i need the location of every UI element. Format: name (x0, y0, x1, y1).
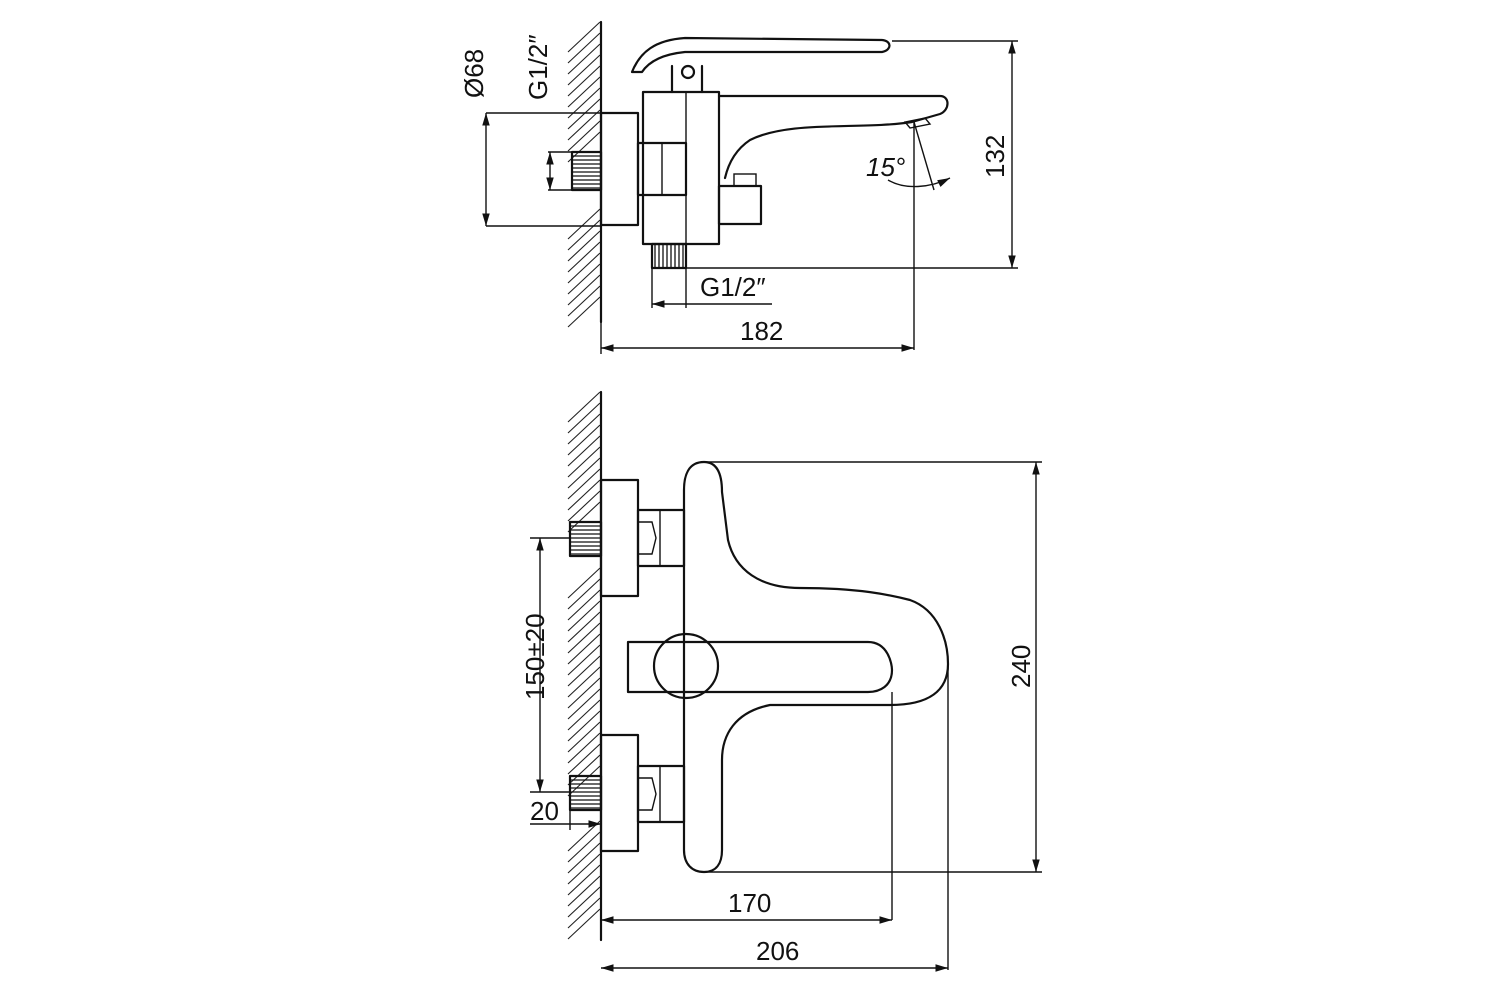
wall-hatch-line (567, 131, 601, 163)
inlet-thread-top (570, 150, 603, 192)
wall-hatch-line (567, 468, 601, 500)
wall-hatch-line (567, 391, 601, 423)
wall-hatch-line (567, 479, 601, 511)
wall-hatch-line (567, 446, 601, 478)
spout-top (717, 94, 949, 180)
wall-hatch-line (567, 274, 601, 306)
wall-hatch-line (567, 219, 601, 251)
wall-hatch-line (567, 644, 601, 676)
dim-inlet-thread-label: G1/2″ (523, 34, 553, 100)
wall-hatch-line (567, 699, 601, 731)
wall-hatch-line (567, 853, 601, 885)
wall-hatch-line (567, 230, 601, 262)
wall-hatch-line (567, 457, 601, 489)
wall-hatch-line (567, 65, 601, 97)
wall-hatch-line (567, 875, 601, 907)
wall-hatch-line (567, 490, 601, 522)
wall-hatch-line (567, 285, 601, 317)
wall-hatch-line (567, 21, 601, 53)
wall-hatch-line (567, 710, 601, 742)
wall-hatch-line (567, 600, 601, 632)
wall-hatch-line (567, 908, 601, 940)
dim-reach-170-label: 170 (728, 888, 771, 918)
wall-hatch-line (567, 413, 601, 445)
wall-hatch-line (567, 208, 601, 240)
top-view: Ø68 G1/2″ 132 15° G1/2″ 182 (459, 20, 1018, 354)
wall-hatch-line (567, 589, 601, 621)
dim-height-240-label: 240 (1006, 645, 1036, 688)
wall-hatch-line (567, 76, 601, 108)
lever-handle-front (626, 640, 894, 694)
dim-spacing-label: 150±20 (520, 613, 550, 700)
wall-hatch-line (567, 611, 601, 643)
wall-hatch-line (567, 886, 601, 918)
wall-hatch-line (567, 402, 601, 434)
wall-hatch-line (567, 296, 601, 328)
wall-hatch-line (567, 263, 601, 295)
wall-hatch-line (567, 842, 601, 874)
wall-hatch-line (567, 43, 601, 75)
wall-hatch-line (567, 666, 601, 698)
wall-hatch-line (567, 721, 601, 753)
lever-handle-top (630, 36, 891, 74)
faucet-body-front (682, 460, 950, 874)
dim-angle-label: 15° (866, 152, 905, 182)
wall-hatch-line (567, 732, 601, 764)
wall-hatch-line (567, 252, 601, 284)
wall-hatch-line (567, 831, 601, 863)
wall-hatch-line (567, 54, 601, 86)
wall-hatch-line (567, 897, 601, 929)
wall-hatch-line (567, 765, 601, 797)
wall-hatch-line (567, 688, 601, 720)
dim-height-132-label: 132 (980, 135, 1010, 178)
wall-hatch-line (567, 424, 601, 456)
upper-inlet (568, 478, 686, 598)
wall-hatch-line (567, 578, 601, 610)
wall-front (567, 391, 601, 940)
wall-hatch-line (567, 655, 601, 687)
wall-hatch-line (567, 864, 601, 896)
wall-hatch-line (567, 241, 601, 273)
faucet-body-top (641, 90, 721, 246)
dim-outlet-thread-label: G1/2″ (700, 272, 766, 302)
wall-hatch-line (567, 743, 601, 775)
wall-hatch-line (567, 109, 601, 141)
wall-hatch-line (567, 677, 601, 709)
wall-hatch-line (567, 120, 601, 152)
front-view: 150±20 20 240 170 206 (520, 390, 1042, 972)
wall-hatch-line (567, 435, 601, 467)
dim-diameter-label: Ø68 (459, 49, 489, 98)
escutcheon-top (599, 111, 640, 227)
wall-hatch-line (567, 501, 601, 533)
diverter-button-top (717, 184, 763, 226)
wall-hatch-line (567, 622, 601, 654)
dim-depth-182-label: 182 (740, 316, 783, 346)
wall-hatch-line (567, 567, 601, 599)
dim-thread-len-label: 20 (530, 796, 559, 826)
wall-hatch-line (567, 633, 601, 665)
outlet-thread-top (650, 242, 688, 270)
wall-hatch-line (567, 32, 601, 64)
dim-depth-206-label: 206 (756, 936, 799, 966)
wall-hatch-line (567, 98, 601, 130)
